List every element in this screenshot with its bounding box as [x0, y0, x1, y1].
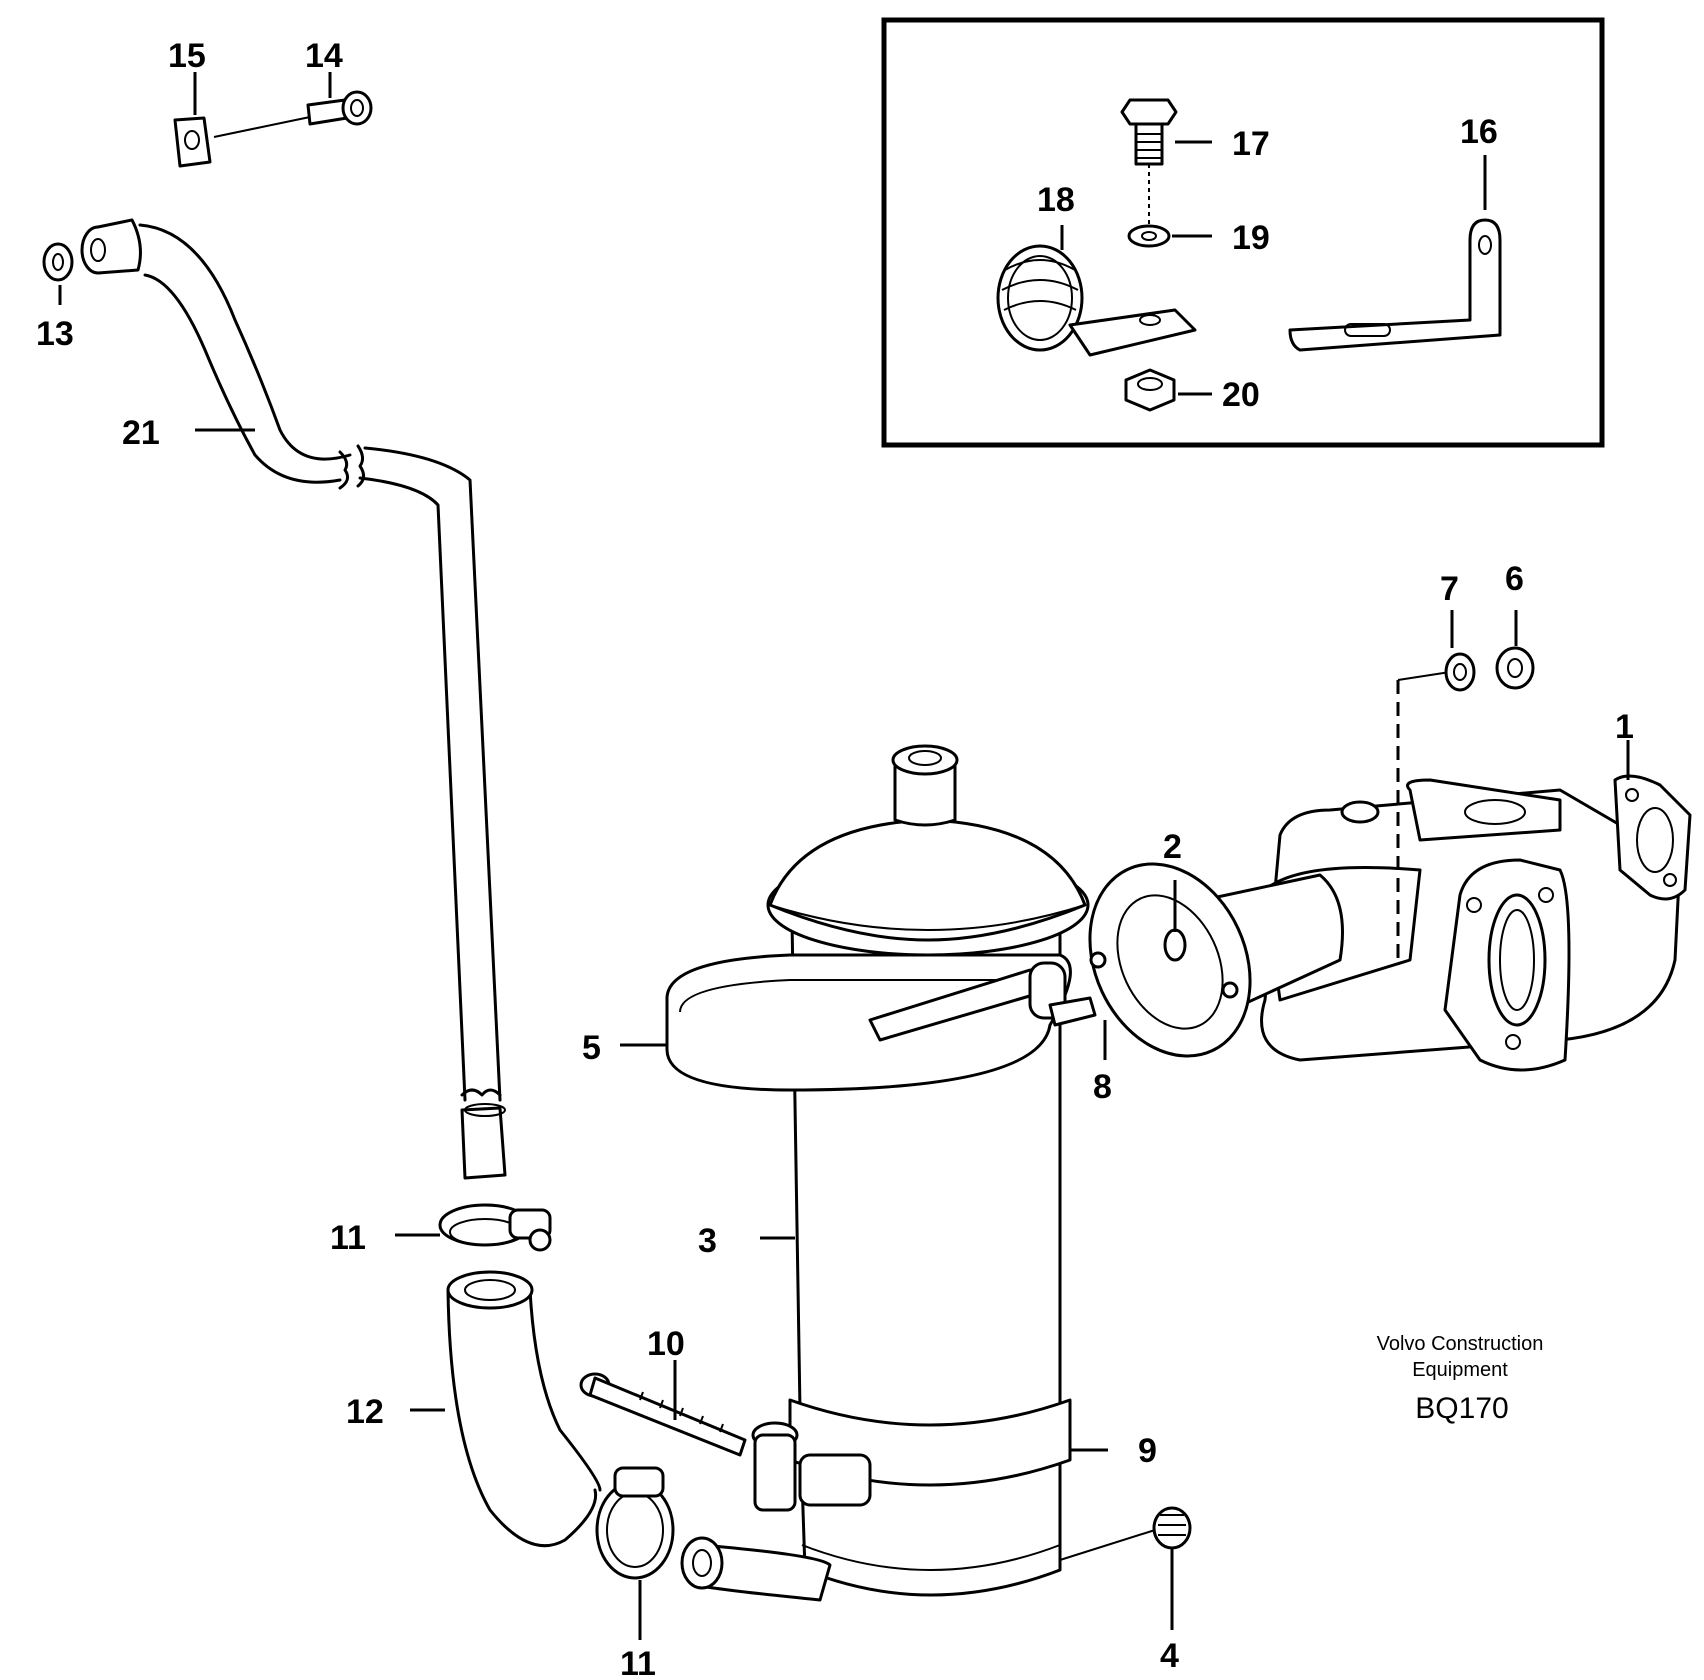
- manifold-housing-part: [1088, 671, 1692, 1072]
- reference-code: BQ170: [1415, 1392, 1508, 1425]
- callout-10: 10: [647, 1325, 685, 1363]
- hose-clamp-11-lower-part: [595, 1466, 675, 1580]
- nut-20-part: [1124, 368, 1176, 412]
- washer-7-part: [1444, 652, 1476, 692]
- callout-12: 12: [346, 1393, 384, 1431]
- outlet-pipe-part: [680, 1536, 832, 1602]
- callout-19: 19: [1232, 219, 1270, 257]
- callout-11-lower: 11: [620, 1645, 656, 1680]
- callout-5: 5: [582, 1029, 601, 1067]
- callout-11-upper: 11: [330, 1219, 366, 1257]
- washer-13-part: [42, 242, 74, 282]
- callout-14: 14: [305, 37, 343, 75]
- band-clamp-5-part: [665, 953, 1097, 1092]
- brand-line-1: Volvo Construction: [1377, 1333, 1544, 1355]
- callout-8: 8: [1093, 1068, 1112, 1106]
- inset-detail-frame: [881, 17, 1605, 448]
- pipe-21-part: [80, 218, 507, 1180]
- band-clamp-9-part: [751, 1398, 1072, 1512]
- callout-2: 2: [1163, 828, 1182, 866]
- callout-21: 21: [122, 414, 160, 452]
- callout-labels: 1 2 3 4 5 6 7 8 9 10 11 11 12 13 14 15 1…: [36, 37, 1634, 1680]
- brand-line-2: Equipment: [1412, 1359, 1508, 1381]
- callout-16: 16: [1460, 113, 1498, 151]
- callout-13: 13: [36, 315, 74, 353]
- callout-18: 18: [1037, 181, 1075, 219]
- bolt-17-part: [1120, 98, 1178, 225]
- callout-3: 3: [698, 1222, 717, 1260]
- nut-6-part: [1495, 646, 1535, 690]
- washer-19-part: [1127, 224, 1171, 248]
- hose-clamp-11-upper-part: [438, 1203, 552, 1252]
- callout-7: 7: [1440, 570, 1459, 608]
- clip-15-part: [173, 116, 212, 168]
- screw-10-part: [579, 1372, 747, 1457]
- callout-15: 15: [168, 37, 206, 75]
- callout-6: 6: [1505, 560, 1524, 598]
- callout-20: 20: [1222, 376, 1260, 414]
- clamp-18-part: [996, 244, 1197, 357]
- plug-4-part: [1059, 1506, 1192, 1561]
- bracket-16-part: [1288, 218, 1502, 352]
- hose-12-part: [446, 1270, 602, 1548]
- callout-9: 9: [1138, 1432, 1157, 1470]
- screw-14-part: [306, 90, 373, 126]
- callout-4: 4: [1160, 1637, 1179, 1675]
- callout-1: 1: [1615, 708, 1634, 746]
- callout-17: 17: [1232, 125, 1270, 163]
- credit-block: Volvo Construction Equipment BQ170: [1377, 1333, 1544, 1425]
